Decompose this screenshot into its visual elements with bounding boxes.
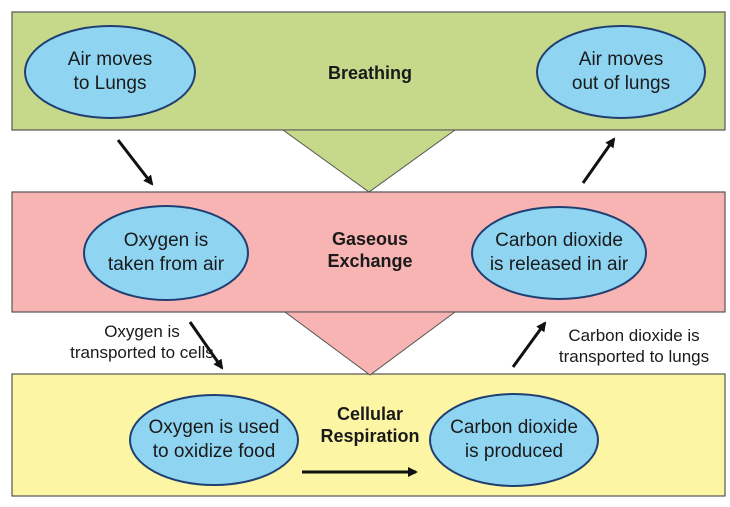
co2-released-text: Carbon dioxide is released in air [489,230,629,275]
exchange-title: Gaseous Exchange [327,228,413,272]
arrow-breathing-to-exchange [116,139,154,186]
air-out-of-lungs-text: Air moves out of lungs [571,49,671,94]
cellular-title: Cellular Respiration [320,403,420,447]
oxygen-taken-text: Oxygen is taken from air [107,230,225,275]
breathing-title: Breathing [327,62,412,83]
ellipse-co2-released [471,206,647,300]
arrow-cellular-to-exchange [511,321,547,368]
arrow-exchange-to-breathing [581,137,616,184]
ellipse-oxygen-taken [83,205,249,301]
arrow-exchange-to-cellular [188,321,224,370]
co2-produced-text: Carbon dioxide is produced [450,417,578,462]
air-to-lungs-text: Air moves to Lungs [67,49,153,94]
oxygen-used-text: Oxygen is used to oxidize food [148,417,280,462]
ellipse-oxygen-used [129,394,299,486]
co2-transport-label: Carbon dioxide is transported to lungs [558,325,710,366]
ellipse-co2-produced [429,393,599,487]
exchange-funnel-triangle [283,311,457,376]
ellipse-air-to-lungs [24,25,196,119]
ellipse-air-out-of-lungs [536,25,706,119]
breathing-funnel-triangle [281,129,457,193]
oxygen-transport-label: Oxygen is transported to cells [70,321,214,362]
